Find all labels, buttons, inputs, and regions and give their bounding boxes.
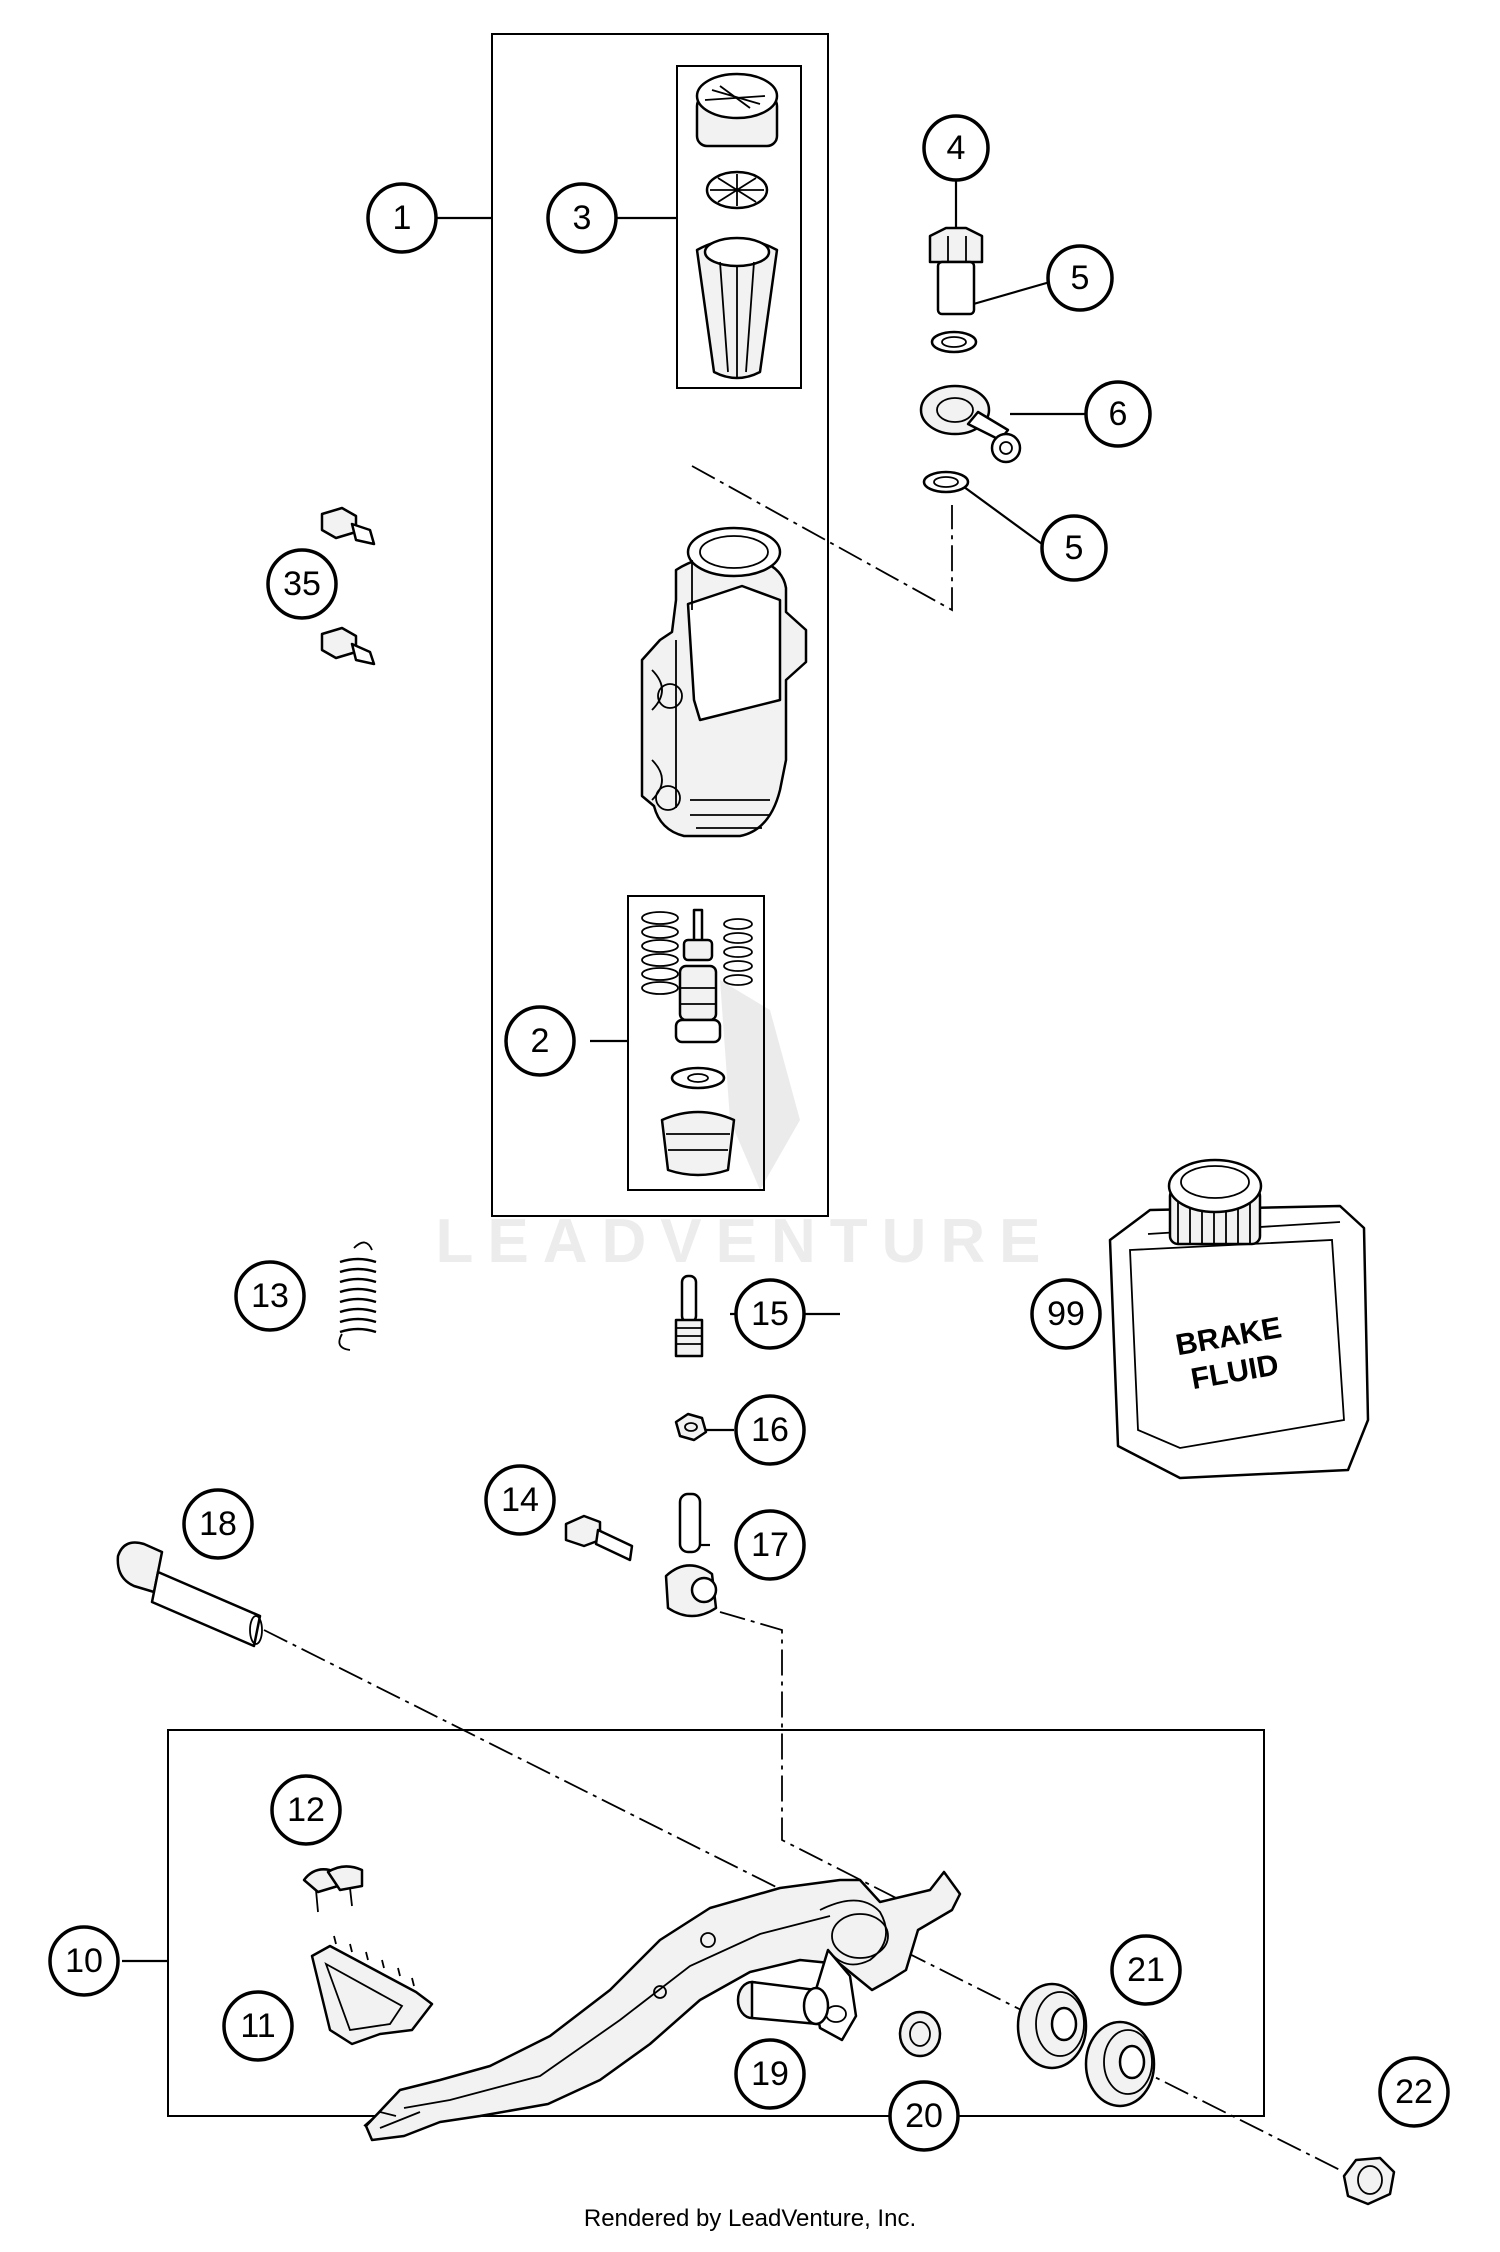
callout-21: 21 [1110, 1934, 1182, 2006]
callout-20: 20 [888, 2080, 960, 2152]
banjo-bolt-part [928, 226, 984, 316]
brake-fluid-bottle-part: BRAKE FLUID [1108, 1158, 1370, 1480]
master-cylinder-assembly-box [491, 33, 829, 1217]
leader-lines [122, 178, 1086, 1963]
callout-14: 14 [484, 1464, 556, 1536]
callout-16: 16 [734, 1394, 806, 1466]
watermark-logo [720, 980, 800, 1190]
rivet-part [302, 1865, 364, 1913]
callout-99: 99 [1030, 1278, 1102, 1350]
callout-11: 11 [222, 1990, 294, 2062]
svg-text:15: 15 [751, 1295, 789, 1333]
pedal-step-plate-part [310, 1935, 434, 2046]
svg-text:16: 16 [751, 1411, 789, 1449]
callout-1: 1 [366, 182, 438, 254]
callout-6: 6 [1084, 380, 1152, 448]
callout-22: 22 [1378, 2056, 1450, 2128]
repair-kit-part [641, 908, 753, 1177]
render-credit: Rendered by LeadVenture, Inc. [584, 2205, 916, 2232]
callout-17: 17 [734, 1509, 806, 1581]
callout-4: 4 [922, 114, 990, 182]
reservoir-kit-part [695, 72, 779, 380]
svg-text:99: 99 [1047, 1295, 1085, 1333]
svg-text:12: 12 [287, 1791, 325, 1829]
svg-text:13: 13 [251, 1277, 289, 1315]
watermark-text: LEADVENTURE [435, 1207, 1054, 1276]
screw-lower-part [320, 626, 376, 666]
svg-text:6: 6 [1109, 395, 1128, 433]
reservoir-kit-box [676, 65, 802, 389]
callout-15: 15 [734, 1278, 806, 1350]
push-rod-part [674, 1274, 704, 1358]
return-spring-part [338, 1241, 377, 1351]
callout-19: 19 [734, 2038, 806, 2110]
svg-text:21: 21 [1127, 1951, 1165, 1989]
master-cylinder-body-part [640, 526, 808, 838]
svg-text:5: 5 [1071, 259, 1090, 297]
svg-text:20: 20 [905, 2097, 943, 2135]
clevis-part [664, 1492, 718, 1618]
svg-text:11: 11 [240, 2007, 275, 2045]
brake-pedal-assembly-box [167, 1729, 1265, 2117]
bearing-lower-part [1084, 2020, 1156, 2108]
svg-text:4: 4 [947, 129, 966, 167]
screw-upper-part [320, 506, 376, 546]
svg-text:3: 3 [573, 199, 592, 237]
callout-18: 18 [182, 1488, 254, 1560]
seal-washer-lower-part [922, 470, 970, 494]
callout-13: 13 [234, 1260, 306, 1332]
seal-washer-upper-part [930, 330, 978, 354]
clevis-bolt-part [564, 1514, 634, 1562]
svg-text:17: 17 [751, 1526, 789, 1564]
svg-text:14: 14 [501, 1481, 539, 1519]
banjo-fitting-part [919, 384, 1022, 464]
svg-text:22: 22 [1395, 2073, 1433, 2111]
svg-text:18: 18 [199, 1505, 237, 1543]
svg-text:5: 5 [1065, 529, 1084, 567]
hex-nut-part [674, 1412, 708, 1442]
pedal-pin-part [736, 1980, 830, 2026]
callout-5-upper: 5 [1046, 244, 1114, 312]
callout-2: 2 [504, 1005, 576, 1077]
callout-5-lower: 5 [1040, 514, 1108, 582]
pivot-bolt-part [116, 1541, 263, 1648]
brake-pedal-part [363, 1870, 962, 2142]
svg-text:10: 10 [65, 1942, 103, 1980]
svg-text:1: 1 [393, 199, 412, 237]
callout-35: 35 [266, 548, 338, 620]
repair-kit-box [627, 895, 765, 1191]
bushing-part [898, 2010, 942, 2058]
bearing-upper-part [1016, 1982, 1088, 2070]
callout-3: 3 [546, 182, 618, 254]
pivot-nut-part [1342, 2156, 1396, 2206]
callout-12: 12 [270, 1774, 342, 1846]
svg-text:2: 2 [531, 1022, 550, 1060]
svg-text:35: 35 [283, 565, 321, 603]
svg-text:19: 19 [751, 2055, 789, 2093]
callout-10: 10 [48, 1925, 120, 1997]
